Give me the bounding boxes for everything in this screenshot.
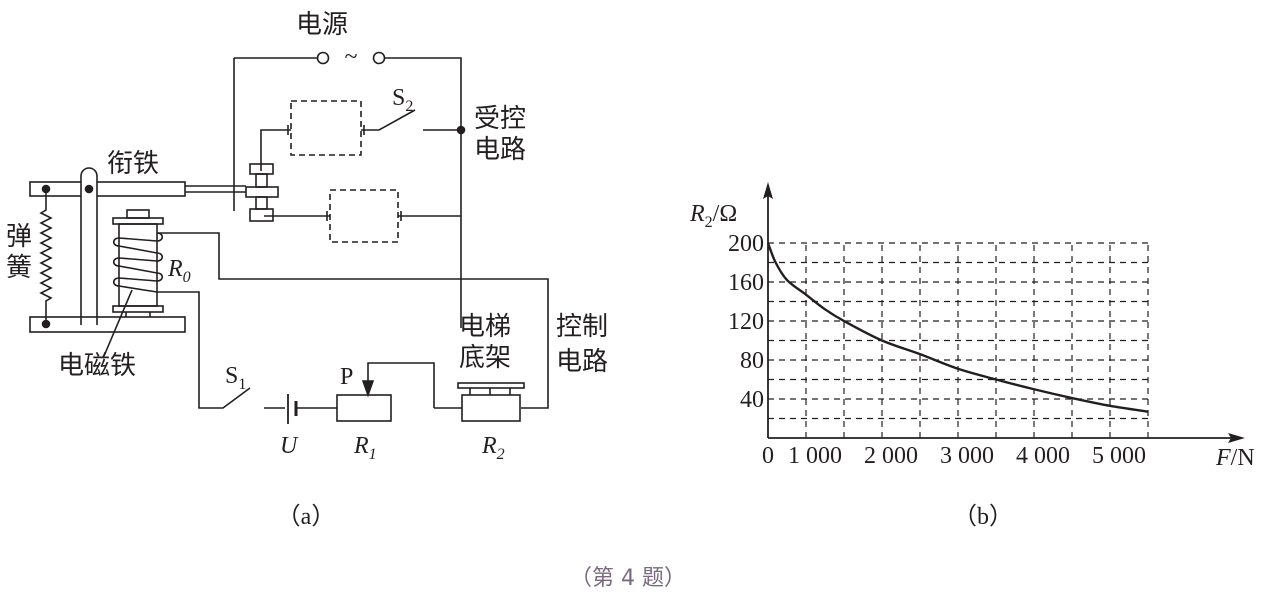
x-tick-label: 3 000 (940, 443, 994, 469)
base-plate (29, 316, 186, 333)
spring-label-2: 簧 (6, 253, 32, 283)
spring-bottom-dot (41, 319, 51, 329)
control-wire-top (157, 232, 549, 409)
core-top (126, 209, 150, 219)
controlled-circuit-label-2: 电路 (474, 135, 526, 165)
x-tick-label: 0 (762, 443, 774, 469)
upper-load-box (290, 100, 362, 156)
coil-bottom-flange (112, 305, 164, 313)
controlled-circuit-label-1: 受控 (474, 104, 526, 134)
switch-s2-blade[interactable] (361, 109, 416, 131)
data-curve (766, 242, 1149, 413)
elevator-frame-legs (469, 388, 511, 395)
slider-wire (367, 362, 435, 408)
coil-top-flange (112, 217, 164, 225)
core-legs (125, 312, 151, 317)
elevator-frame-label-2: 底架 (459, 343, 511, 373)
y-tick-label: 40 (740, 387, 764, 413)
y-axis-arrow-icon (763, 182, 773, 199)
y-tick-label: 80 (740, 348, 764, 374)
y-tick-label: 200 (728, 231, 764, 257)
chart-r2-vs-f: 0 1 000 2 000 3 000 4 000 5 000 40 80 120 160 200R… (689, 182, 1255, 471)
spring-label-1: 弹 (6, 222, 32, 252)
lower-load-wire (264, 211, 461, 221)
x-tick-label: 5 000 (1092, 443, 1146, 469)
coil-winding (112, 232, 164, 293)
r0-label: R0 (167, 256, 191, 286)
electromagnet-leader (103, 289, 133, 357)
junction-dot (456, 125, 466, 135)
resistor-r1 (336, 394, 392, 422)
elevator-frame-plate (457, 382, 525, 389)
elevator-frame-label-1: 电梯 (459, 312, 511, 342)
armature-rod (185, 185, 246, 193)
y-tick-label: 160 (728, 270, 764, 296)
ac-symbol: ~ (345, 44, 358, 70)
x-tick-label: 1 000 (788, 443, 842, 469)
control-circuit-label-1: 控制 (556, 312, 608, 342)
switch-s2-label: S2 (392, 85, 413, 115)
coil-core (118, 223, 158, 307)
armature-bar (29, 181, 186, 197)
spring-icon (39, 189, 53, 324)
slider-p-arrow[interactable] (361, 380, 375, 398)
slider-p-label: P (340, 364, 353, 390)
y-tick-label: 120 (728, 309, 764, 335)
x-axis-arrow-icon (1228, 433, 1245, 443)
power-wire-right (384, 57, 462, 328)
armature-label: 衔铁 (107, 149, 159, 179)
x-axis-label: F/N (1215, 445, 1255, 471)
x-tick-label: 4 000 (1016, 443, 1070, 469)
switch-s1-label: S1 (225, 363, 246, 393)
panel-a-caption: （a） (277, 504, 336, 530)
control-circuit-label-2: 电路 (556, 347, 608, 377)
resistor-r2 (461, 394, 521, 422)
x-tick-label: 2 000 (864, 443, 918, 469)
y-axis-label: R2/Ω (689, 201, 737, 231)
power-source-label: 电源 (296, 10, 348, 40)
pivot-post (80, 167, 98, 325)
panel-b-caption: （b） (953, 504, 1013, 530)
power-terminal-right (372, 51, 386, 65)
electromagnet-label: 电磁铁 (58, 351, 136, 381)
figure-title: （第 4 题） (570, 566, 686, 591)
circuit-diagram (29, 51, 549, 424)
upper-load-wire (260, 125, 365, 171)
contact-post-upper (255, 173, 268, 188)
contact-post-lower (255, 196, 268, 210)
power-terminal-left (316, 51, 330, 65)
armature-contact (245, 186, 279, 198)
voltage-u-label: U (280, 433, 299, 459)
r1-label: R1 (353, 433, 377, 463)
lower-contact (249, 208, 274, 222)
lower-load-box (329, 189, 399, 243)
pivot-dot (84, 184, 94, 194)
r2-label: R2 (481, 433, 505, 463)
control-wire-bottom (157, 291, 251, 409)
